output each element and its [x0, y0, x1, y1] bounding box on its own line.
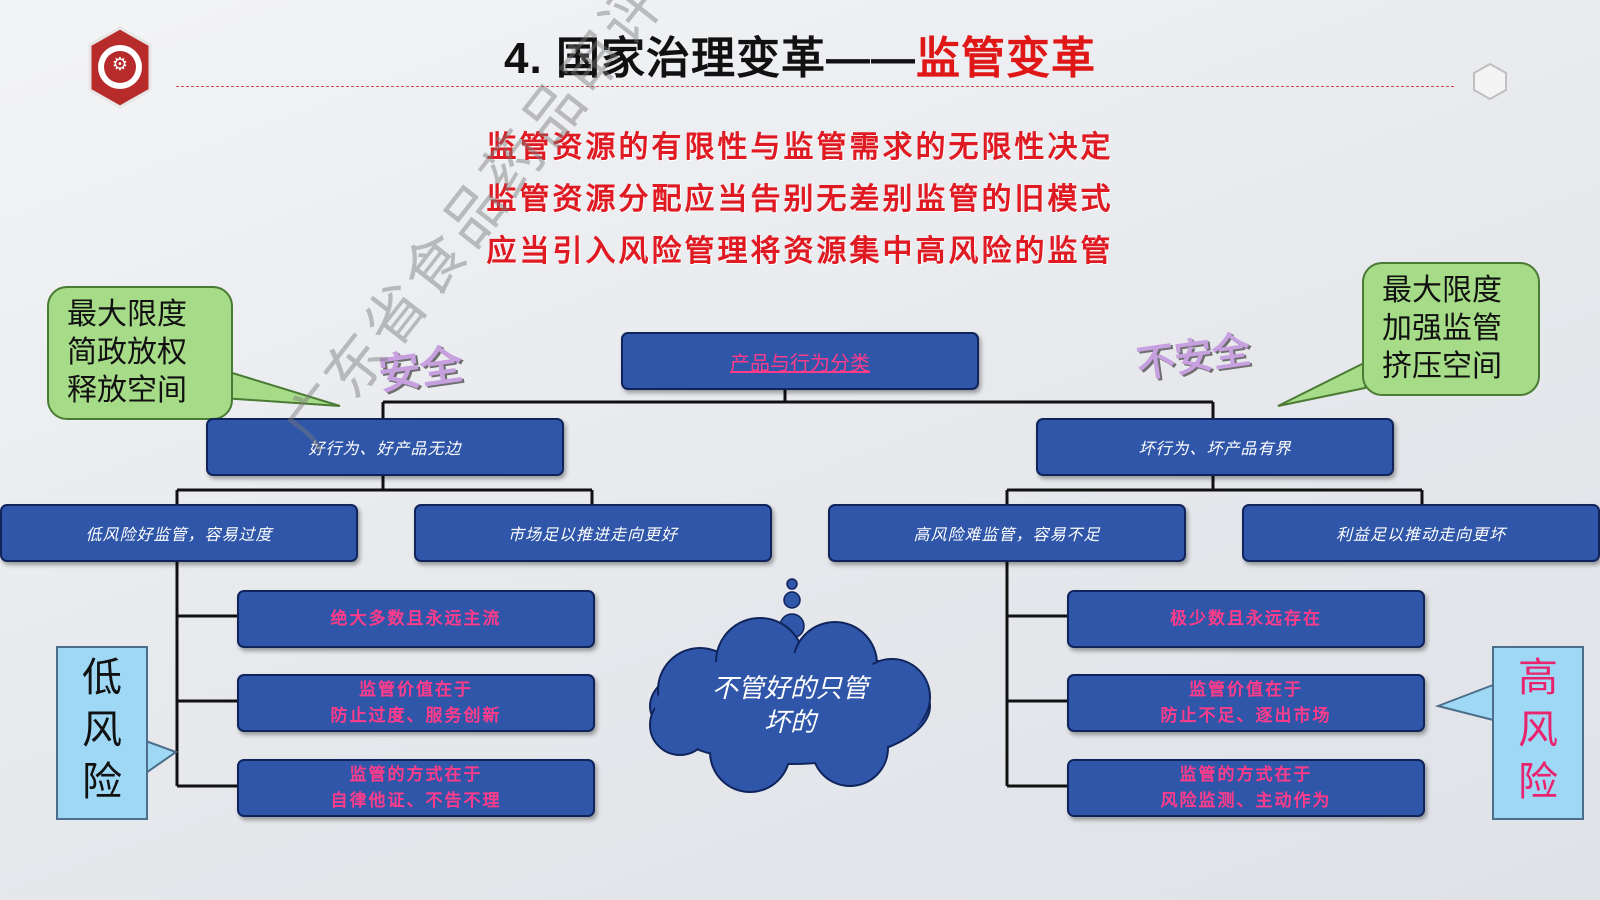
left-callout-line: 最大限度 — [67, 297, 187, 332]
right-callout-line: 挤压空间 — [1382, 349, 1502, 384]
left-item-1-line: 绝大多数且永远主流 — [330, 609, 502, 629]
right-callout-line: 最大限度 — [1382, 273, 1502, 308]
right-sub-1: 高风险难监管，容易不足 — [828, 504, 1186, 562]
headline-2: 监管资源分配应当告别无差别监管的旧模式 — [486, 182, 1114, 217]
low-risk-char: 险 — [82, 759, 122, 805]
left-branch: 好行为、好产品无边 — [206, 418, 564, 476]
right-callout-line: 加强监管 — [1382, 311, 1502, 346]
left-callout-line: 简政放权 — [67, 335, 187, 370]
left-callout-line: 释放空间 — [67, 373, 187, 408]
left-item-3-line: 自律他证、不告不理 — [330, 791, 502, 811]
low-risk-box: 低 风 险 — [56, 646, 148, 820]
cloud-line: 坏的 — [763, 708, 816, 738]
title-prefix: 4. 国家治理变革—— — [504, 34, 916, 83]
cloud-text: 不管好的只管 坏的 — [680, 672, 900, 740]
high-risk-char: 险 — [1518, 759, 1558, 805]
left-sub-1: 低风险好监管，容易过度 — [0, 504, 358, 562]
root-node: 产品与行为分类 — [621, 332, 979, 390]
right-item-3: 监管的方式在于风险监测、主动作为 — [1067, 759, 1425, 817]
left-item-3: 监管的方式在于自律他证、不告不理 — [237, 759, 595, 817]
right-item-1: 极少数且永远存在 — [1067, 590, 1425, 648]
right-item-3-line: 监管的方式在于 — [1179, 765, 1313, 785]
left-sub-2: 市场足以推进走向更好 — [414, 504, 772, 562]
left-item-2: 监管价值在于防止过度、服务创新 — [237, 674, 595, 732]
right-item-2-line: 监管价值在于 — [1189, 680, 1303, 700]
right-sub-2: 利益足以推动走向更坏 — [1242, 504, 1600, 562]
headline-1: 监管资源的有限性与监管需求的无限性决定 — [486, 130, 1114, 165]
right-item-2: 监管价值在于防止不足、逐出市场 — [1067, 674, 1425, 732]
headline-3: 应当引入风险管理将资源集中高风险的监管 — [486, 234, 1114, 269]
page-title: 4. 国家治理变革——监管变革 — [0, 22, 1600, 86]
logo-icon: ⚙ — [111, 54, 129, 75]
high-risk-box: 高 风 险 — [1492, 646, 1584, 820]
high-risk-char: 高 — [1518, 655, 1558, 701]
left-item-2-line: 防止过度、服务创新 — [330, 706, 502, 726]
low-risk-char: 低 — [82, 655, 122, 701]
title-divider — [176, 86, 1454, 87]
title-highlight: 监管变革 — [915, 34, 1096, 83]
left-item-1: 绝大多数且永远主流 — [237, 590, 595, 648]
left-item-3-line: 监管的方式在于 — [349, 765, 483, 785]
right-item-1-line: 极少数且永远存在 — [1170, 609, 1322, 629]
low-risk-char: 风 — [82, 707, 122, 753]
cloud-line: 不管好的只管 — [711, 674, 868, 704]
left-item-2-line: 监管价值在于 — [359, 680, 473, 700]
right-callout: 最大限度 加强监管 挤压空间 — [1362, 262, 1540, 396]
right-item-2-line: 防止不足、逐出市场 — [1160, 706, 1332, 726]
high-risk-char: 风 — [1518, 707, 1558, 753]
left-callout: 最大限度 简政放权 释放空间 — [47, 286, 233, 420]
right-branch: 坏行为、坏产品有界 — [1036, 418, 1394, 476]
right-item-3-line: 风险监测、主动作为 — [1160, 791, 1332, 811]
